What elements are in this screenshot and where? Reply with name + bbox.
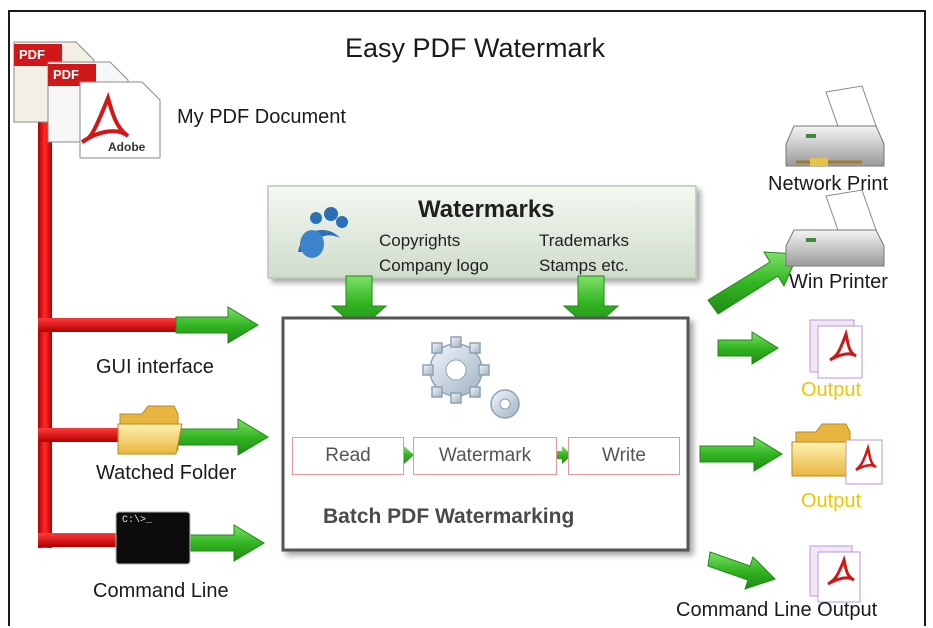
pdf-output-icon xyxy=(809,319,863,379)
printer-icon xyxy=(785,85,885,167)
watermark-item-company-logo: Company logo xyxy=(379,256,489,275)
command-prompt-icon xyxy=(115,511,191,565)
command-prompt-text: C:\>_ xyxy=(122,515,153,526)
process-box xyxy=(281,316,690,552)
watermark-logo-icon xyxy=(298,207,348,258)
output-label-1: Output xyxy=(801,379,862,401)
printer-icon xyxy=(785,189,885,267)
pdf-output-icon xyxy=(809,545,861,603)
step-read: Read xyxy=(292,437,404,475)
diagram-title: Easy PDF Watermark xyxy=(345,33,606,63)
pdf-badge-2: PDF xyxy=(53,67,79,82)
gui-input-arrow xyxy=(175,306,259,344)
network-print-label: Network Print xyxy=(768,173,889,195)
output-label-2: Output xyxy=(801,490,862,512)
step-write: Write xyxy=(568,437,680,475)
pdf-document-icon xyxy=(13,41,161,159)
adobe-label: Adobe xyxy=(108,140,146,154)
gui-interface-label: GUI interface xyxy=(96,356,214,378)
pdf-badge-1: PDF xyxy=(19,47,45,62)
folder-icon xyxy=(117,405,183,455)
gears-icon xyxy=(422,336,520,419)
output-arrow-2 xyxy=(699,436,783,472)
watermark-item-copyrights: Copyrights xyxy=(379,231,461,250)
step-arrow-2 xyxy=(550,446,572,464)
command-input-arrow xyxy=(189,524,265,562)
batch-process-label: Batch PDF Watermarking xyxy=(323,505,575,528)
output-arrow-1 xyxy=(717,331,779,365)
source-label: My PDF Document xyxy=(177,106,346,128)
command-line-label: Command Line xyxy=(93,580,229,602)
watermark-item-stamps: Stamps etc. xyxy=(539,256,629,275)
step-watermark: Watermark xyxy=(413,437,557,475)
folder-icon xyxy=(791,423,883,485)
output-arrow-3 xyxy=(707,551,776,590)
folder-input-arrow xyxy=(175,418,269,456)
watched-folder-label: Watched Folder xyxy=(96,462,237,484)
win-printer-label: Win Printer xyxy=(789,271,888,293)
watermarks-title: Watermarks xyxy=(418,196,555,223)
watermark-item-trademarks: Trademarks xyxy=(539,231,630,250)
printer-output-arrow xyxy=(707,251,799,315)
diagram-frame xyxy=(8,10,926,626)
command-line-output-label: Command Line Output xyxy=(676,599,878,621)
input-pipe xyxy=(38,92,178,548)
watermarks-box xyxy=(267,185,697,279)
